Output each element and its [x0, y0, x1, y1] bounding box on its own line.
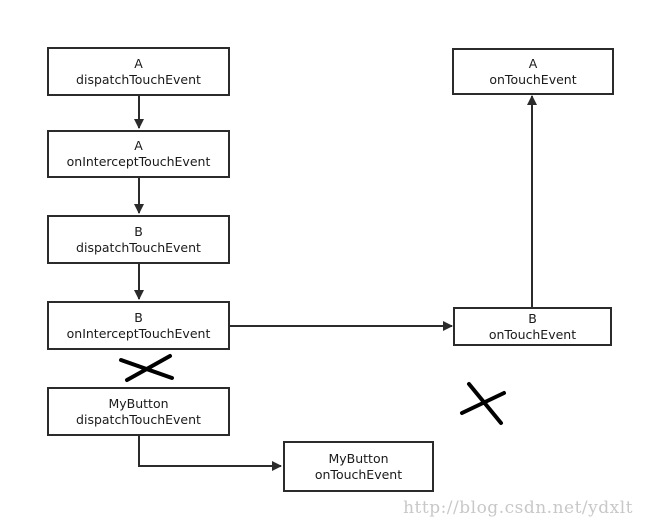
node-label-line2: onTouchEvent	[488, 326, 577, 342]
node-label-line2: onTouchEvent	[489, 71, 577, 87]
node-label-line2: onInterceptTouchEvent	[66, 325, 211, 341]
node-label-line2: dispatchTouchEvent	[76, 411, 201, 427]
edge-mybutton-dispatch-to-mybutton-touch	[138, 436, 282, 471]
node-a-dispatch-touch-event: A dispatchTouchEvent	[47, 47, 230, 96]
node-label-line1: A	[134, 55, 143, 71]
node-label-line2: onInterceptTouchEvent	[66, 154, 211, 169]
node-a-on-intercept-touch-event: A onInterceptTouchEvent	[47, 130, 230, 178]
node-label-line1: MyButton	[108, 395, 169, 411]
node-label-line1: B	[134, 309, 143, 325]
node-mybutton-on-touch-event: MyButton onTouchEvent	[283, 441, 434, 492]
node-a-on-touch-event: A onTouchEvent	[452, 48, 614, 95]
node-b-dispatch-touch-event: B dispatchTouchEvent	[47, 215, 230, 264]
node-label-line2: dispatchTouchEvent	[76, 239, 201, 255]
node-label-line2: onTouchEvent	[314, 466, 403, 482]
watermark-text: http://blog.csdn.net/ydxlt	[403, 498, 633, 518]
node-label-line2: dispatchTouchEvent	[76, 71, 201, 87]
node-label-line1: B	[528, 310, 537, 326]
cross-mark-blocked-mybutton-touch	[460, 382, 506, 425]
node-b-on-intercept-touch-event: B onInterceptTouchEvent	[47, 301, 230, 350]
node-b-on-touch-event: B onTouchEvent	[453, 307, 612, 346]
node-mybutton-dispatch-touch-event: MyButton dispatchTouchEvent	[47, 387, 230, 436]
node-label-line1: A	[528, 55, 538, 71]
node-label-line1: B	[134, 223, 143, 239]
cross-mark-blocked-mybutton	[119, 354, 174, 382]
node-label-line1: MyButton	[328, 450, 389, 466]
node-label-line1: A	[134, 138, 143, 153]
